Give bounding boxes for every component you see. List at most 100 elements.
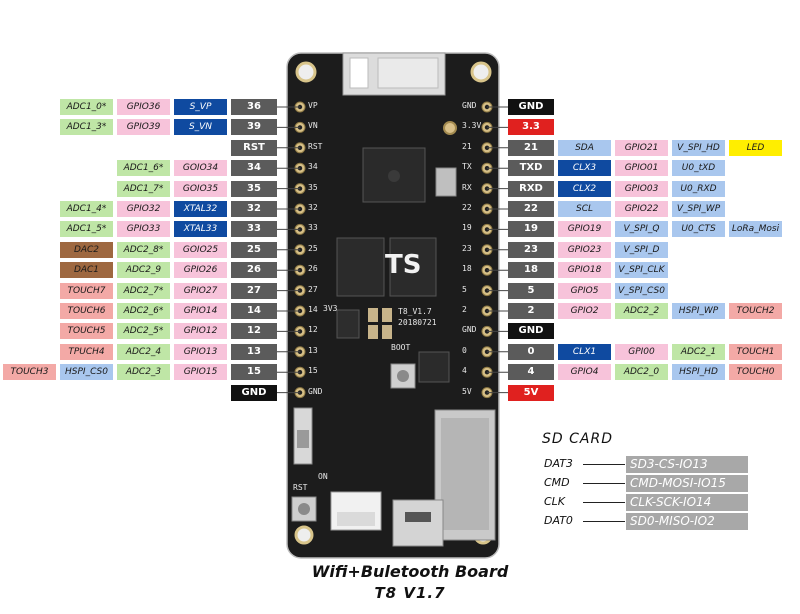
right-pin-number-13: 4 (508, 364, 554, 381)
left-silk-2: RST (308, 141, 323, 151)
mount-hole-bl (294, 525, 314, 545)
usb-chip (418, 351, 450, 383)
left-silk-14: GND (308, 386, 323, 396)
sd-leader-line (583, 521, 625, 522)
right-pin-blue-label: CLX1 (558, 343, 611, 360)
left-pin-adc-label: ADC2_6* (117, 303, 170, 319)
left-pin-gpio-label: GPIO13 (174, 343, 227, 360)
left-pin-number-5: 32 (231, 201, 277, 217)
left-pin-number-9: 27 (231, 282, 277, 299)
right-pin-gpio-label: GPIO2 (558, 303, 611, 319)
sd-leader-line (583, 502, 625, 503)
right-pin-number-5: 22 (508, 201, 554, 217)
right-pin-number-8: 18 (508, 262, 554, 279)
right-pin-lblue-label: U0_tXD (672, 160, 725, 177)
left-pin-adc-label: ADC1_0* (60, 99, 113, 115)
left-pin-number-13: 15 (231, 364, 277, 381)
right-silk-5: 22 (462, 203, 472, 212)
right-silk-13: 4 (462, 366, 467, 376)
right-pin-number-4: RXD (508, 180, 554, 197)
right-pin-number-3: TXD (508, 160, 554, 177)
right-silk-10: 2 (462, 305, 467, 314)
left-pin-gpio-label: GPIO39 (117, 119, 170, 136)
left-pin-number-8: 26 (231, 262, 277, 279)
left-pin-number-14: GND (231, 384, 277, 401)
caption-title: Wifi+Buletooth Board (311, 562, 509, 581)
left-silk-12: 13 (308, 345, 318, 355)
right-pin-adc-label: ADC2_1 (672, 343, 725, 360)
left-pin-adc-label: ADC2_8* (117, 241, 170, 258)
left-pin-number-3: 34 (231, 160, 277, 177)
left-silk-13: 15 (308, 366, 318, 376)
left-silk-8: 26 (308, 264, 318, 274)
left-pin-number-2: RST (231, 139, 277, 156)
mount-hole-tl (295, 61, 317, 83)
board-version: T8_V1.7 (398, 307, 432, 316)
right-silk-14: 5V (462, 386, 472, 396)
psram-chip (389, 237, 437, 297)
left-pin-gpio-label: GPIO26 (174, 262, 227, 279)
left-silk-6: 33 (308, 223, 318, 233)
rst-label: RST (293, 483, 308, 492)
right-pin-lblue-label: HSPI_WP (672, 303, 725, 319)
sd-card-title: SD CARD (542, 431, 613, 447)
sd-pin-function: SD3-CS-IO13 (626, 456, 748, 473)
left-pin-number-6: 33 (231, 221, 277, 238)
left-silk-3: 34 (308, 162, 318, 172)
right-silk-7: 23 (462, 243, 472, 253)
boot-label: BOOT (391, 343, 411, 352)
sd-leader-line (583, 483, 625, 484)
right-pin-lblue-label: V_SPI_D (615, 241, 668, 258)
sd-leader-line (583, 464, 625, 465)
right-silk-8: 18 (462, 264, 472, 274)
right-pin-blue-label: CLX2 (558, 180, 611, 197)
left-silk-9: 27 (308, 284, 318, 294)
right-silk-2: 21 (462, 141, 472, 151)
left-pin-blue-label: S_VN (174, 119, 227, 136)
left-pin-gpio-label: GPIO36 (117, 99, 170, 115)
left-pin-touch-label: TOUCH3 (3, 364, 56, 381)
left-pin-touch-label: TOUCH5 (60, 323, 113, 340)
left-pin-touch-label: TOUCH6 (60, 303, 113, 319)
logo-ts: TS (385, 250, 422, 280)
sd-pin-function: CLK-SCK-IO14 (626, 494, 748, 511)
left-pin-number-10: 14 (231, 303, 277, 319)
right-pin-gpio-label: GPIO5 (558, 282, 611, 299)
left-silk-7: 25 (308, 243, 318, 253)
right-pin-adc-label: ADC2_2 (615, 303, 668, 319)
right-pin-lblue-label: V_SPI_WP (672, 201, 725, 217)
left-pin-adc-label: ADC1_7* (117, 180, 170, 197)
left-pin-gpio-label: GOIO34 (174, 160, 227, 177)
left-pin-adc-label: ADC1_4* (60, 201, 113, 217)
left-pin-number-1: 39 (231, 119, 277, 136)
right-pin-number-2: 21 (508, 139, 554, 156)
left-pin-touch-label: TPUCH4 (60, 343, 113, 360)
right-pin-gpio-label: GPIO4 (558, 364, 611, 381)
left-pin-number-12: 13 (231, 343, 277, 360)
on-label: ON (318, 472, 328, 481)
left-pin-lblue-label: HSPI_CS0 (60, 364, 113, 381)
left-pin-gpio-label: GPIO12 (174, 323, 227, 340)
right-pin-lblue-label: SDA (558, 139, 611, 156)
right-pin-blue-label: CLX3 (558, 160, 611, 177)
left-pin-touch-label: TOUCH7 (60, 282, 113, 299)
right-pin-number-10: 2 (508, 303, 554, 319)
right-pin-gpio-label: GPIO23 (558, 241, 611, 258)
mount-hole-tr (470, 61, 492, 83)
left-silk-0: VP (308, 101, 318, 110)
right-pin-number-14: 5V (508, 384, 554, 401)
antenna-connector (443, 121, 457, 135)
sd-pin-function: CMD-MOSI-IO15 (626, 475, 748, 492)
left-pin-gpio-label: GPIO27 (174, 282, 227, 299)
right-pin-touch-label: TOUCH2 (729, 303, 782, 319)
left-pin-blue-label: XTAL32 (174, 201, 227, 217)
left-pin-blue-label: XTAL33 (174, 221, 227, 238)
left-pin-gpio-label: GPIO32 (117, 201, 170, 217)
right-pin-adc-label: ADC2_0 (615, 364, 668, 381)
left-pin-adc-label: ADC2_7* (117, 282, 170, 299)
left-pin-dac-label: DAC1 (60, 262, 113, 279)
left-pin-adc-label: ADC2_3 (117, 364, 170, 381)
left-silk-10: 14 (308, 305, 318, 314)
